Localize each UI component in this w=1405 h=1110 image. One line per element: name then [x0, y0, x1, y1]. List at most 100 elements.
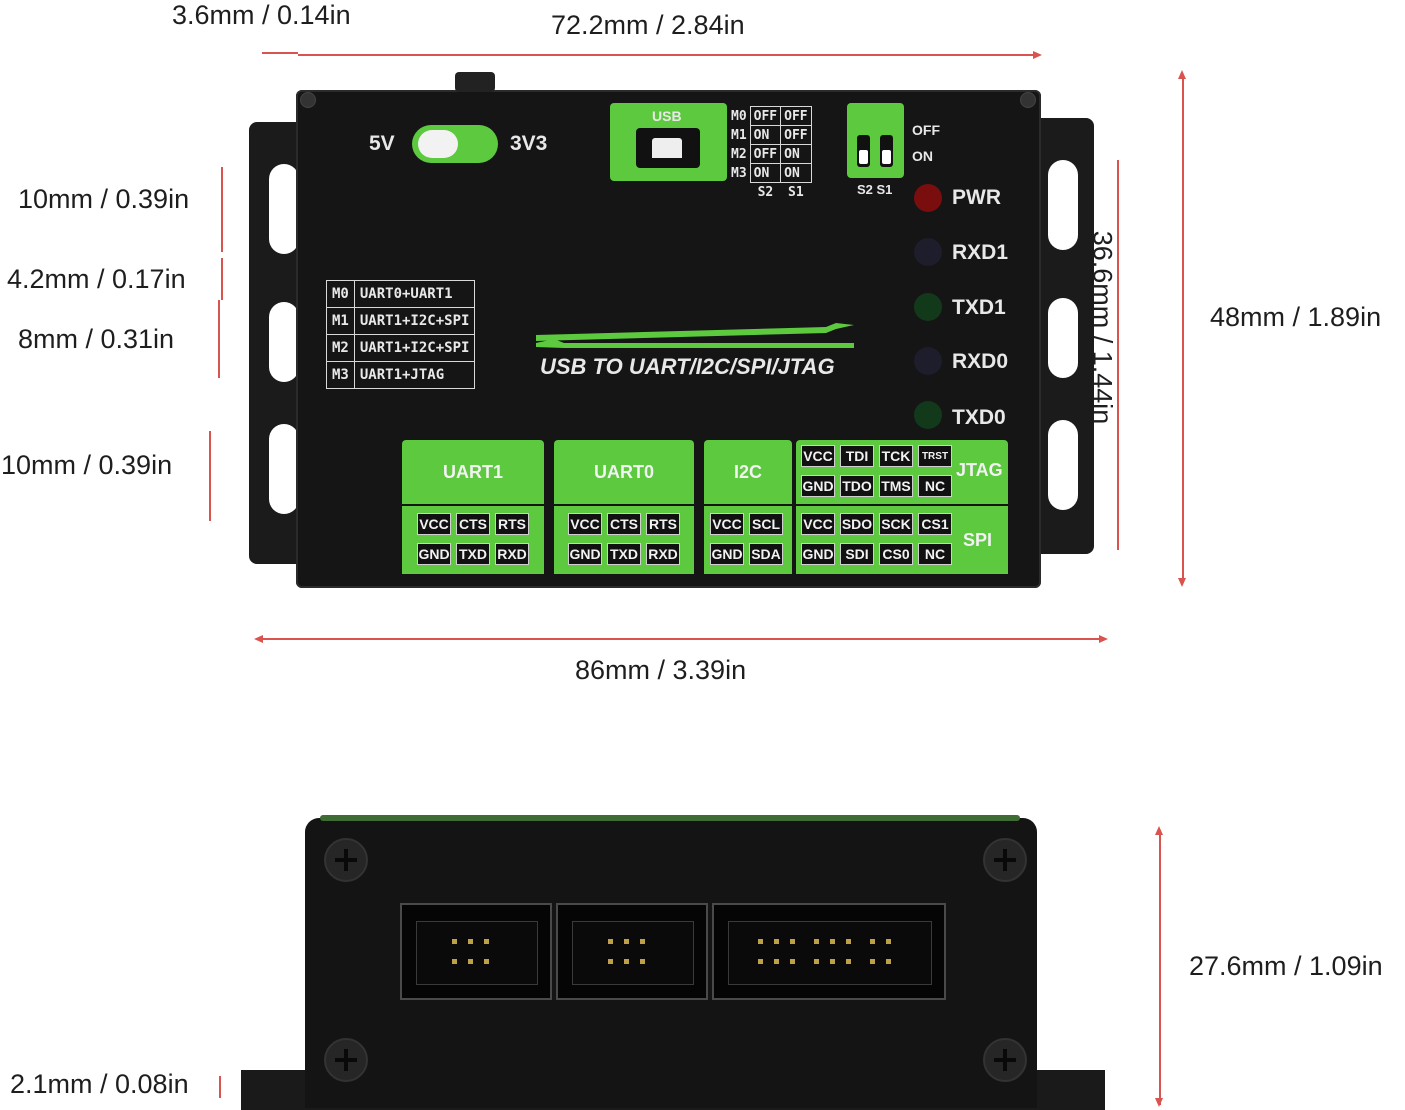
pin: SCL	[749, 513, 783, 535]
header-pin	[758, 939, 763, 944]
dim-line-slot1	[221, 167, 223, 252]
dim-line-outer-height	[1182, 75, 1184, 583]
header-pin	[640, 959, 645, 964]
header-pin	[624, 959, 629, 964]
header-pin	[774, 959, 779, 964]
header-pin	[814, 939, 819, 944]
arrow	[1033, 51, 1042, 59]
header-pin	[790, 939, 795, 944]
pin: GND	[801, 543, 835, 565]
dim-total-width: 86mm / 3.39in	[575, 655, 747, 685]
dip-switch[interactable]	[847, 103, 904, 178]
port-spi-label: SPI	[963, 530, 993, 550]
mounting-slot	[1048, 420, 1078, 510]
pin: NC	[918, 543, 952, 565]
mode-map-desc: UART0+UART1	[353, 280, 476, 308]
mode-s1-value: ON	[780, 144, 812, 164]
pin: RXD	[495, 543, 529, 565]
pin: CS1	[918, 513, 952, 535]
header-pin	[830, 939, 835, 944]
mode-row: M1 ON OFF	[728, 125, 812, 145]
voltage-toggle-knob[interactable]	[418, 130, 458, 158]
pin: RTS	[646, 513, 680, 535]
mounting-slot	[269, 424, 299, 514]
mode-name: M0	[731, 108, 747, 124]
pin: SDI	[840, 543, 874, 565]
header-pin	[870, 959, 875, 964]
header-pin	[774, 939, 779, 944]
connector-uart0-header[interactable]	[556, 903, 708, 1000]
device-title: USB TO UART/I2C/SPI/JTAG	[540, 354, 835, 379]
dim-line-top-offset	[262, 52, 298, 54]
mounting-slot	[269, 164, 299, 254]
led-txd0	[914, 401, 942, 429]
header-pin	[608, 959, 613, 964]
pin: TCK	[879, 445, 913, 467]
screw-icon	[1020, 92, 1036, 108]
connector-inner	[572, 921, 694, 985]
mode-s2-value: OFF	[749, 144, 782, 164]
pin: VCC	[568, 513, 602, 535]
port-uart0-header: UART0	[554, 440, 694, 504]
screw-icon	[300, 92, 316, 108]
header-pin	[886, 939, 891, 944]
header-pin	[640, 939, 645, 944]
mode-row: M2 OFF ON	[728, 144, 812, 164]
connector-i2c-spi-jtag-header[interactable]	[712, 903, 946, 1000]
pin: VCC	[710, 513, 744, 535]
dim-flange-thickness: 2.1mm / 0.08in	[10, 1069, 189, 1099]
front-top-edge	[320, 815, 1020, 821]
pin: SCK	[879, 513, 913, 535]
pin: VCC	[801, 445, 835, 467]
dim-front-height: 27.6mm / 1.09in	[1189, 951, 1383, 981]
usb-port-icon	[652, 138, 682, 158]
led-rxd0-label: RXD0	[952, 350, 1009, 373]
pin: TDO	[840, 475, 874, 497]
mode-col-s2: S2	[757, 184, 774, 200]
header-pin	[468, 959, 473, 964]
connector-uart1-header[interactable]	[400, 903, 552, 1000]
pin: GND	[417, 543, 451, 565]
screw-icon	[983, 1038, 1027, 1082]
pin: VCC	[801, 513, 835, 535]
dim-line-slot3	[209, 431, 211, 521]
mounting-slot	[1048, 298, 1078, 378]
header-pin	[484, 939, 489, 944]
pin: CS0	[879, 543, 913, 565]
mode-row: M3 ON ON	[728, 163, 812, 183]
dim-slot-gap: 4.2mm / 0.17in	[7, 264, 186, 294]
mode-s1-value: OFF	[780, 125, 812, 145]
power-switch-lever	[455, 72, 495, 92]
pin: TXD	[456, 543, 490, 565]
pin: NC	[918, 475, 952, 497]
pin: VCC	[417, 513, 451, 535]
dim-line-slot-gap	[221, 258, 223, 300]
usb-label: USB	[652, 108, 682, 124]
dim-line-inner-height	[1117, 160, 1119, 550]
mode-footer-row: S2 S1	[728, 183, 811, 202]
header-pin	[624, 939, 629, 944]
header-pin	[484, 959, 489, 964]
mode-row: M0 OFF OFF	[728, 106, 812, 126]
mode-s1-value: OFF	[780, 106, 812, 126]
mode-map-key: M0	[326, 280, 355, 308]
pin: GND	[710, 543, 744, 565]
dim-line-total-width	[258, 638, 1104, 640]
arrow	[1155, 1098, 1163, 1107]
port-jtag-label: JTAG	[956, 460, 1003, 480]
mode-name: M3	[731, 165, 747, 181]
pin: GND	[801, 475, 835, 497]
voltage-3v3-label: 3V3	[510, 132, 548, 155]
arrow	[1178, 578, 1186, 587]
mode-switch-table: M0 OFF OFF M1 ON OFF M2 OFF ON M3 ON ON …	[728, 106, 812, 201]
header-pin	[468, 939, 473, 944]
mode-map-key: M2	[326, 334, 355, 362]
mode-s1-value: ON	[780, 163, 812, 183]
pin: TRST	[918, 445, 952, 467]
led-txd1-label: TXD1	[952, 296, 1006, 319]
